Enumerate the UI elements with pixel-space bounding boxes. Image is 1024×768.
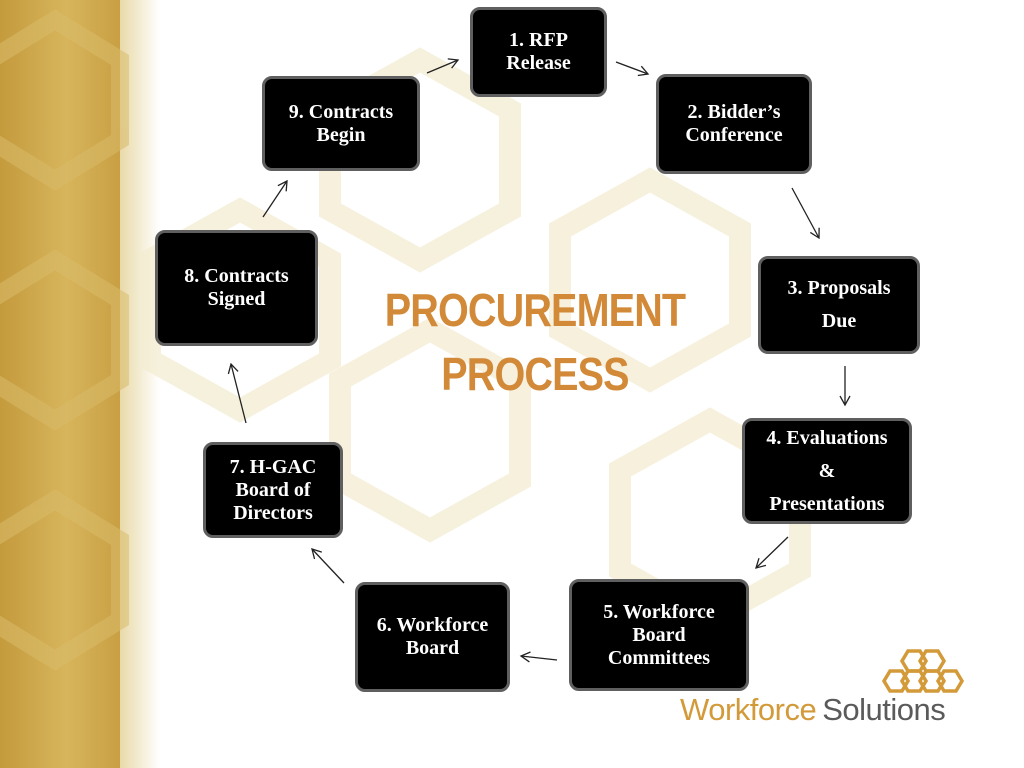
- arrow-4-to-5: [755, 536, 789, 569]
- step-2-line-2: Conference: [685, 124, 783, 146]
- step-3-proposals-due: 3. Proposals Due: [758, 256, 920, 354]
- arrow-9-to-1: [426, 58, 460, 74]
- step-6-line-1: 6. Workforce: [376, 614, 489, 636]
- step-4-line-3: Presentations: [769, 492, 885, 515]
- arrow-1-to-2: [615, 61, 650, 77]
- step-9-line-2: Begin: [316, 123, 366, 146]
- arrow-5-to-6: [519, 651, 558, 663]
- step-7-line-1: 7. H-GAC: [229, 455, 317, 478]
- step-9-contracts-begin: 9. Contracts Begin: [262, 76, 420, 171]
- step-4-line-1: 4. Evaluations: [766, 426, 888, 449]
- step-1-line-1: 1. RFP: [509, 29, 568, 51]
- step-8-contracts-signed: 8. Contracts Signed: [155, 230, 318, 346]
- arrow-6-to-7: [311, 548, 345, 584]
- step-7-line-3: Directors: [233, 501, 313, 524]
- arrow-7-to-8: [227, 362, 247, 424]
- step-8-line-1: 8. Contracts: [184, 265, 289, 287]
- hexagon-cluster-icon: [881, 649, 965, 693]
- step-5-line-2: Board: [632, 623, 686, 646]
- step-5-line-1: 5. Workforce: [603, 600, 715, 623]
- arrow-2-to-3: [791, 187, 820, 240]
- step-3-line-2: Due: [821, 310, 857, 332]
- step-1-line-2: Release: [506, 52, 571, 74]
- step-2-line-1: 2. Bidder’s: [687, 101, 781, 123]
- title-line-2: PROCESS: [441, 348, 629, 400]
- diagram-title: PROCUREMENT PROCESS: [359, 278, 712, 406]
- logo-word-workforce: Workforce: [680, 692, 817, 727]
- arrow-8-to-9: [262, 179, 288, 218]
- step-5-line-3: Committees: [607, 646, 711, 669]
- step-4-line-2: &: [818, 459, 836, 482]
- step-8-line-2: Signed: [207, 288, 266, 310]
- step-4-evaluations-presentations: 4. Evaluations & Presentations: [742, 418, 912, 524]
- step-5-workforce-board-committees: 5. Workforce Board Committees: [569, 579, 749, 691]
- step-6-line-2: Board: [405, 637, 460, 659]
- step-3-line-1: 3. Proposals: [787, 277, 891, 299]
- step-9-line-1: 9. Contracts: [288, 100, 394, 123]
- step-1-rfp-release: 1. RFP Release: [470, 7, 607, 97]
- logo-word-solutions: Solutions: [822, 692, 946, 727]
- title-line-1: PROCUREMENT: [384, 284, 686, 336]
- step-7-line-2: Board of: [235, 478, 311, 501]
- step-6-workforce-board: 6. Workforce Board: [355, 582, 510, 692]
- step-7-hgac-board-of-directors: 7. H-GAC Board of Directors: [203, 442, 343, 538]
- step-2-bidders-conference: 2. Bidder’s Conference: [656, 74, 812, 174]
